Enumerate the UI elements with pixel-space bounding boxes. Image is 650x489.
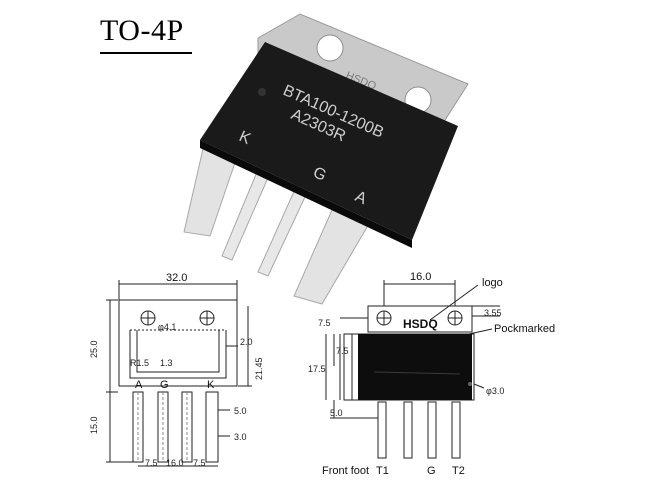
r-dot-dim: φ3.0 [486, 386, 504, 396]
r-pin-g: G [427, 465, 436, 477]
dim-width: 32.0 [166, 272, 187, 284]
r-pin-t1: T1 [376, 465, 389, 477]
r-offset-top: 3.55 [484, 308, 502, 318]
left-drawing-labels: 32.0 φ4.1 25.0 21.45 2.0 R1.5 1.3 A G K … [89, 272, 264, 468]
right-chip-body [358, 334, 472, 400]
pin-label-k: K [207, 379, 215, 391]
dim-spacing-2: 16.0 [166, 458, 184, 468]
dim-height-top: 25.0 [89, 340, 99, 358]
component-photo: HSDQ BTA100-1200B A2303R K G A [183, 13, 469, 305]
r-logo-label: logo [482, 277, 503, 289]
right-drawing [325, 280, 500, 459]
r-front-foot-label: Front foot [322, 465, 369, 477]
pin-label-a: A [135, 379, 143, 391]
r-offset-left: 7.5 [318, 318, 331, 328]
title-underline [100, 52, 192, 54]
dim-lead-width-bottom: 3.0 [234, 432, 247, 442]
dim-hole: φ4.1 [158, 322, 176, 332]
dim-spacing-3: 7.5 [193, 458, 206, 468]
lead-a [293, 209, 371, 305]
r-body-height: 17.5 [308, 364, 326, 374]
dim-height-body: 21.45 [254, 357, 264, 380]
right-chip-dot [468, 382, 472, 386]
right-drawing-labels: 16.0 logo HSDQ 7.5 3.55 Pockmarked 7.5 1… [308, 271, 555, 477]
tab-hole-left [316, 34, 344, 62]
package-title: TO-4P [100, 14, 184, 47]
dim-wall: 2.0 [240, 337, 253, 347]
pin-label-g: G [160, 379, 169, 391]
dim-lead-width-top: 5.0 [234, 406, 247, 416]
dim-spacing-1: 7.5 [145, 458, 158, 468]
r-tab-text: HSDQ [403, 317, 438, 331]
r-pockmarked-label: Pockmarked [494, 323, 555, 335]
r-lead-length: 5.0 [330, 408, 343, 418]
dim-radius: R1.5 [130, 358, 149, 368]
dim-lead-length: 15.0 [89, 416, 99, 434]
dim-pin-pitch: 1.3 [160, 358, 173, 368]
left-drawing [106, 280, 252, 467]
r-body-step: 7.5 [336, 346, 349, 356]
right-chip-seam [373, 371, 461, 375]
body-marker [258, 88, 266, 96]
r-dim-width: 16.0 [410, 271, 431, 283]
chip-body-side [200, 140, 412, 248]
r-pin-t2: T2 [452, 465, 465, 477]
